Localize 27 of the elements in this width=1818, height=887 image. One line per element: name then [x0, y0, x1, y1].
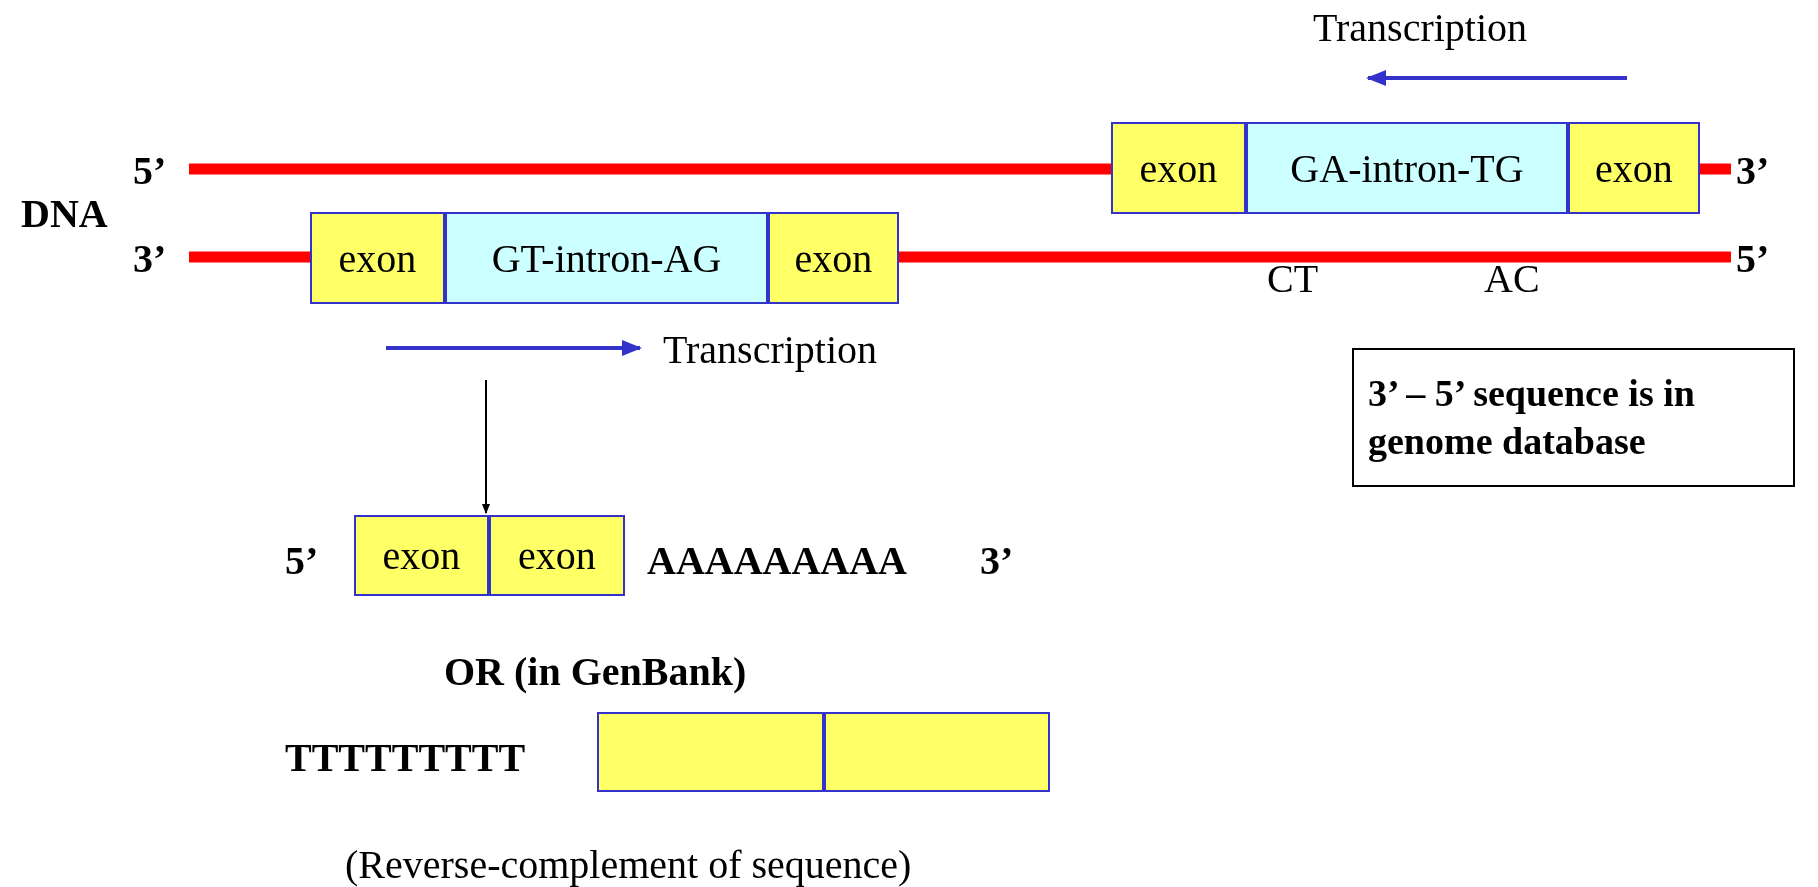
exon-box: exon — [1111, 122, 1246, 214]
exon-box: exon — [310, 212, 445, 304]
exon-box: exon — [768, 212, 899, 304]
exon-box — [824, 712, 1050, 792]
intron-box: GA-intron-TG — [1246, 122, 1568, 214]
splice-site-label: CT — [1267, 259, 1319, 299]
exon-box — [597, 712, 824, 792]
exon-box: exon — [354, 515, 489, 596]
splice-site-label: AC — [1484, 259, 1540, 299]
poly-a-tail: AAAAAAAAA — [647, 541, 907, 581]
strand-end-label: 5’ — [133, 151, 167, 191]
arrow — [482, 379, 490, 514]
intron-box: GT-intron-AG — [445, 212, 768, 304]
exon-box: exon — [1568, 122, 1700, 214]
strand-end-label: 5’ — [285, 541, 319, 581]
strand-label: DNA — [21, 194, 108, 234]
strand-end-label: 3’ — [980, 541, 1014, 581]
strand-end-label: 3’ — [133, 239, 167, 279]
poly-t-sequence: TTTTTTTTT — [285, 738, 526, 778]
exon-box: exon — [489, 515, 625, 596]
strand-end-label: 3’ — [1736, 151, 1770, 191]
heading-text: Transcription — [663, 330, 878, 370]
caption-text: (Reverse-complement of sequence) — [345, 845, 912, 885]
note-box: 3’ – 5’ sequence is in genome database — [1352, 348, 1795, 487]
note-text: OR (in GenBank) — [444, 652, 747, 692]
heading-text: Transcription — [1313, 8, 1528, 48]
strand-end-label: 5’ — [1736, 239, 1770, 279]
